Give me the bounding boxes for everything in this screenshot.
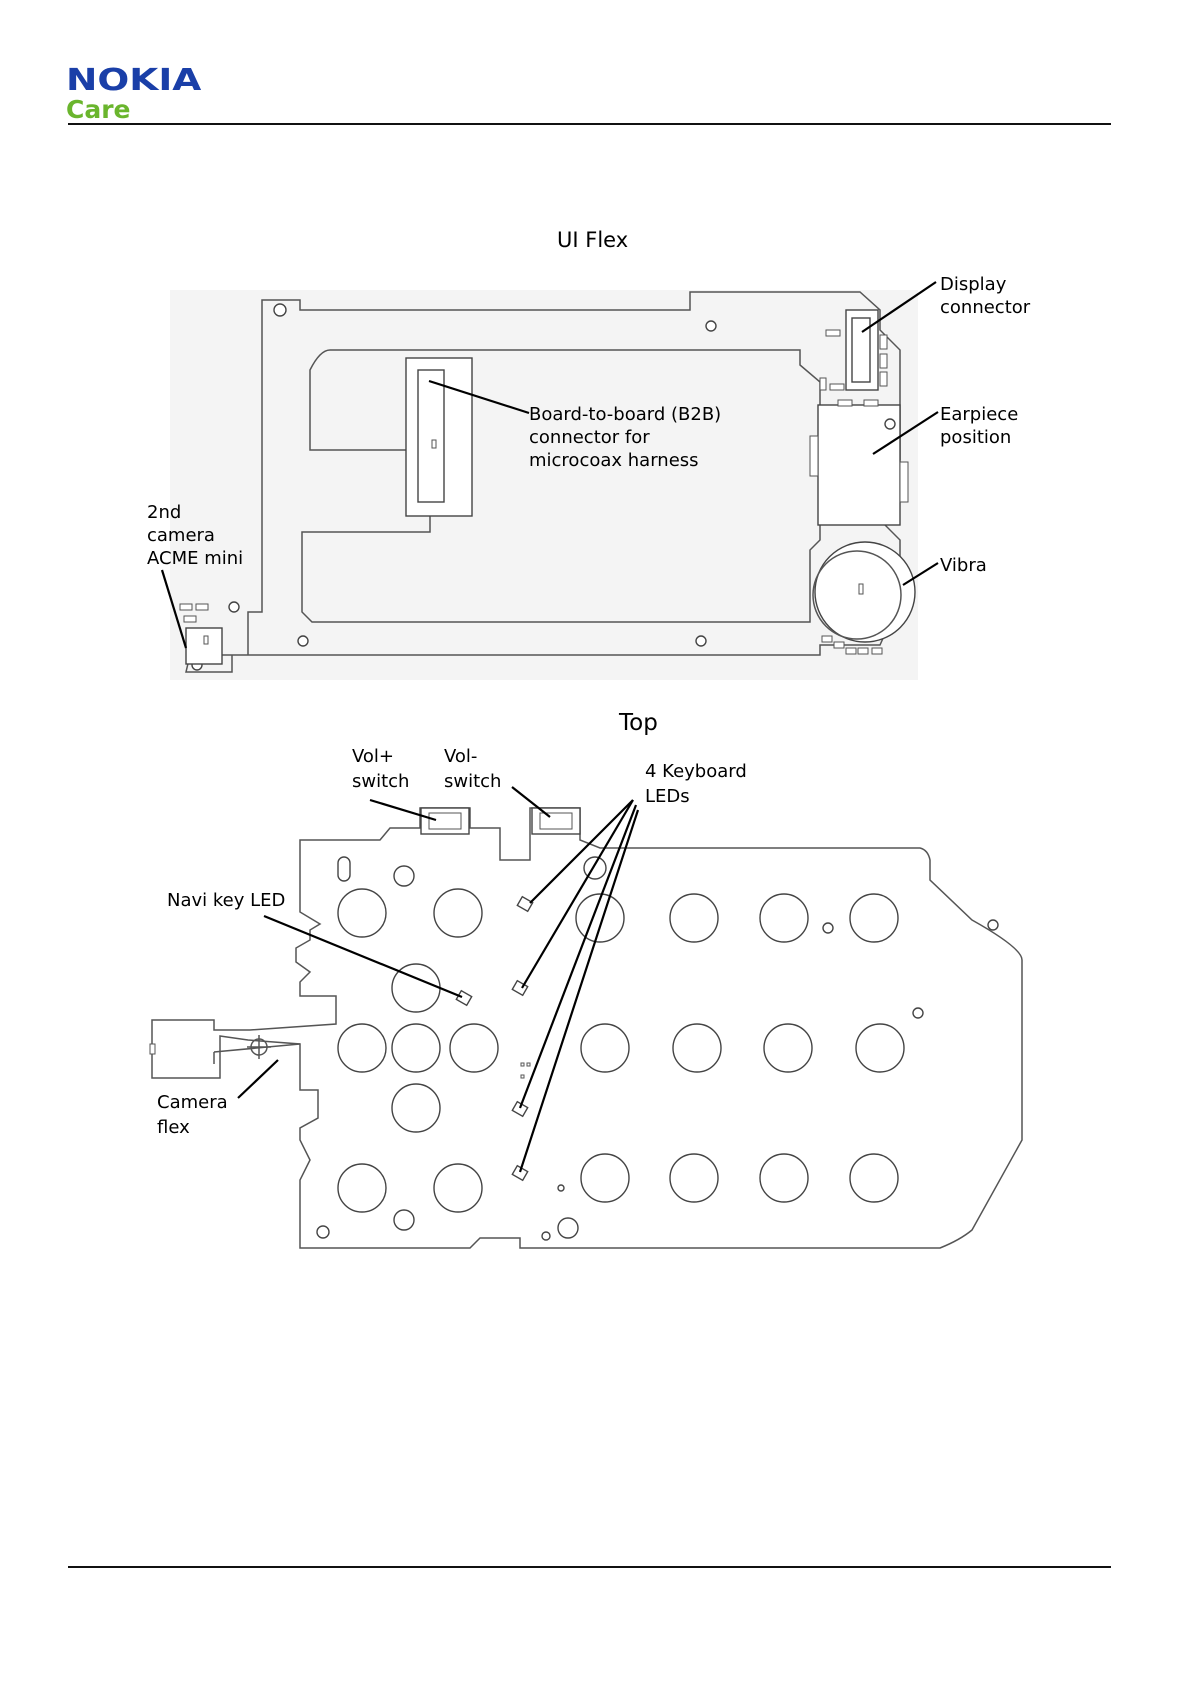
label-vol-minus: Vol- switch (444, 746, 501, 792)
second-camera (186, 628, 222, 664)
label-display-connector: Display connector (940, 274, 1031, 318)
footer-rule (68, 1566, 1111, 1568)
keyboard-leds (512, 897, 532, 1181)
label-camera-flex: Camera flex (157, 1092, 233, 1138)
vibra-motor (815, 542, 915, 642)
label-keyboard-leds: 4 Keyboard LEDs (645, 761, 753, 807)
key-domes (338, 889, 904, 1212)
top-labels: Vol+ switch Vol- switch 4 Keyboard LEDs … (157, 746, 753, 1138)
label-earpiece: Earpiece position (940, 404, 1024, 448)
ui-flex-diagram (170, 290, 918, 680)
top-diagram (150, 808, 1022, 1248)
navi-key-led (456, 991, 471, 1006)
label-vibra: Vibra (940, 555, 987, 576)
label-navi-key-led: Navi key LED (167, 890, 285, 911)
label-vol-plus: Vol+ switch (352, 746, 409, 792)
